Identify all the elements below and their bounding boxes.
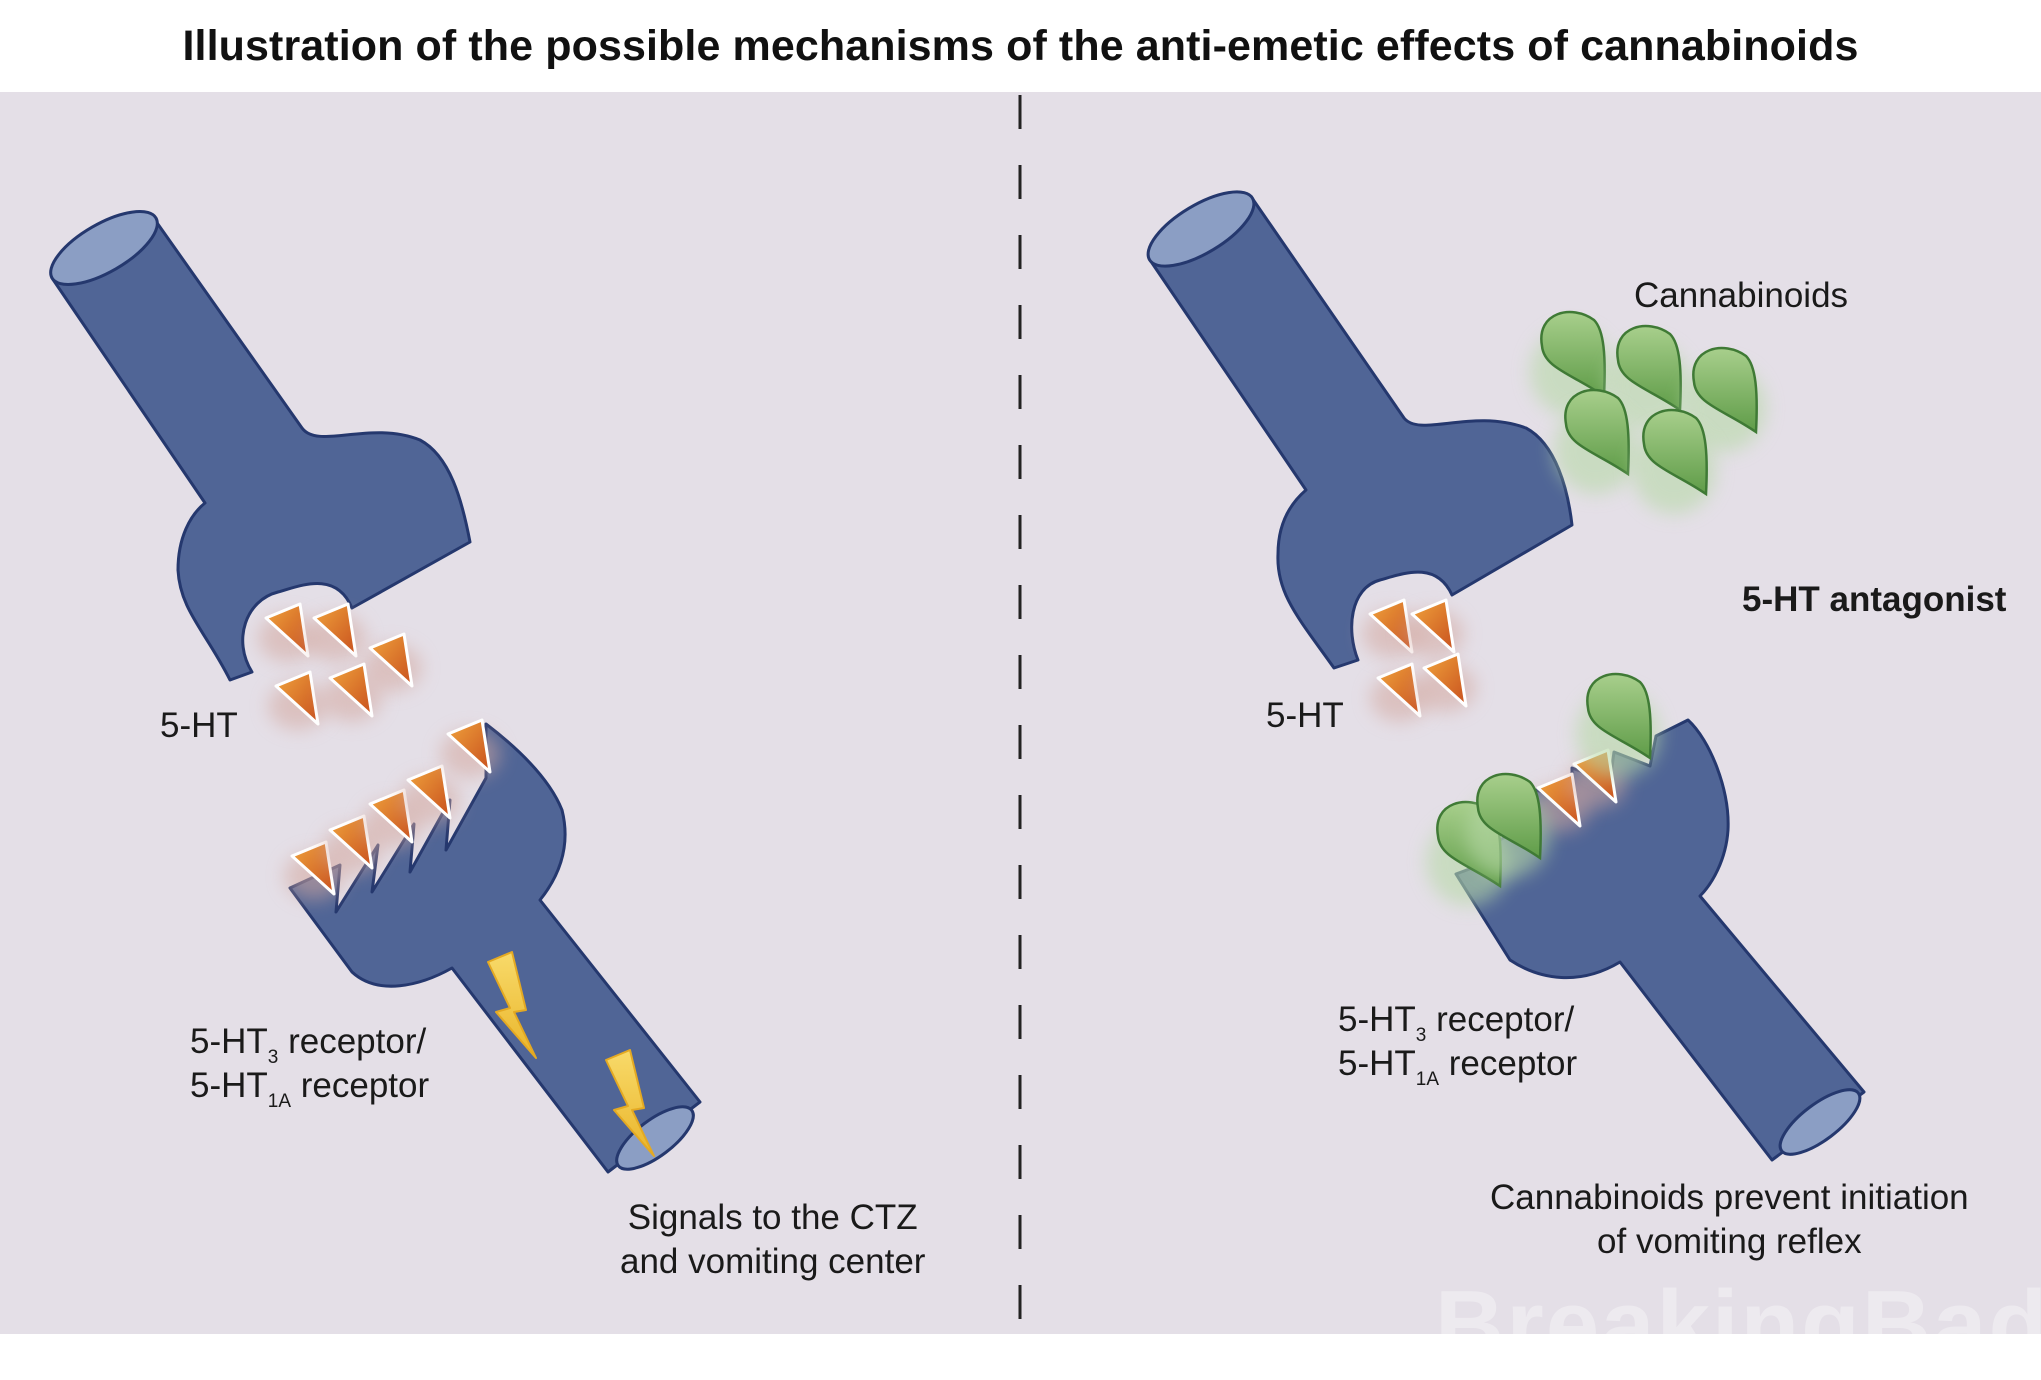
left-receptor-label: 5-HT3 receptor/ 5-HT1A receptor xyxy=(190,1020,430,1112)
cannabinoids-label: Cannabinoids xyxy=(1634,276,1849,315)
left-serotonin-molecules xyxy=(258,604,422,730)
left-postsynaptic-receptor xyxy=(288,722,702,1174)
prevent-label: Cannabinoids prevent initiation of vomit… xyxy=(1490,1178,1969,1261)
diagram-canvas: 5-HT 5-HT3 receptor/ 5-HT1A receptor Sig… xyxy=(0,92,2041,1378)
left-presynaptic-neuron xyxy=(49,210,472,682)
right-presynaptic-neuron xyxy=(1146,190,1574,670)
left-receptor-line2: 5-HT1A receptor xyxy=(190,1066,430,1112)
signal-label: Signals to the CTZ and vomiting center xyxy=(620,1198,926,1281)
watermark-logo: BreakingBad xyxy=(1435,1271,2041,1378)
title-bar: Illustration of the possible mechanisms … xyxy=(0,0,2041,92)
right-receptor-line2: 5-HT1A receptor xyxy=(1338,1044,1578,1090)
right-serotonin-label: 5-HT xyxy=(1266,696,1344,735)
left-receptor-line1: 5-HT3 receptor/ xyxy=(190,1022,427,1068)
diagram-illustration xyxy=(49,95,1866,1334)
antagonist-label: 5-HT antagonist xyxy=(1742,580,2007,619)
right-receptor-line1: 5-HT3 receptor/ xyxy=(1338,1000,1575,1046)
cannabinoid-molecules xyxy=(1530,312,1766,514)
right-receptor-label: 5-HT3 receptor/ 5-HT1A receptor xyxy=(1338,998,1578,1090)
left-serotonin-label: 5-HT xyxy=(160,706,238,745)
page-title: Illustration of the possible mechanisms … xyxy=(182,21,1859,70)
right-serotonin-molecules xyxy=(1362,600,1476,722)
